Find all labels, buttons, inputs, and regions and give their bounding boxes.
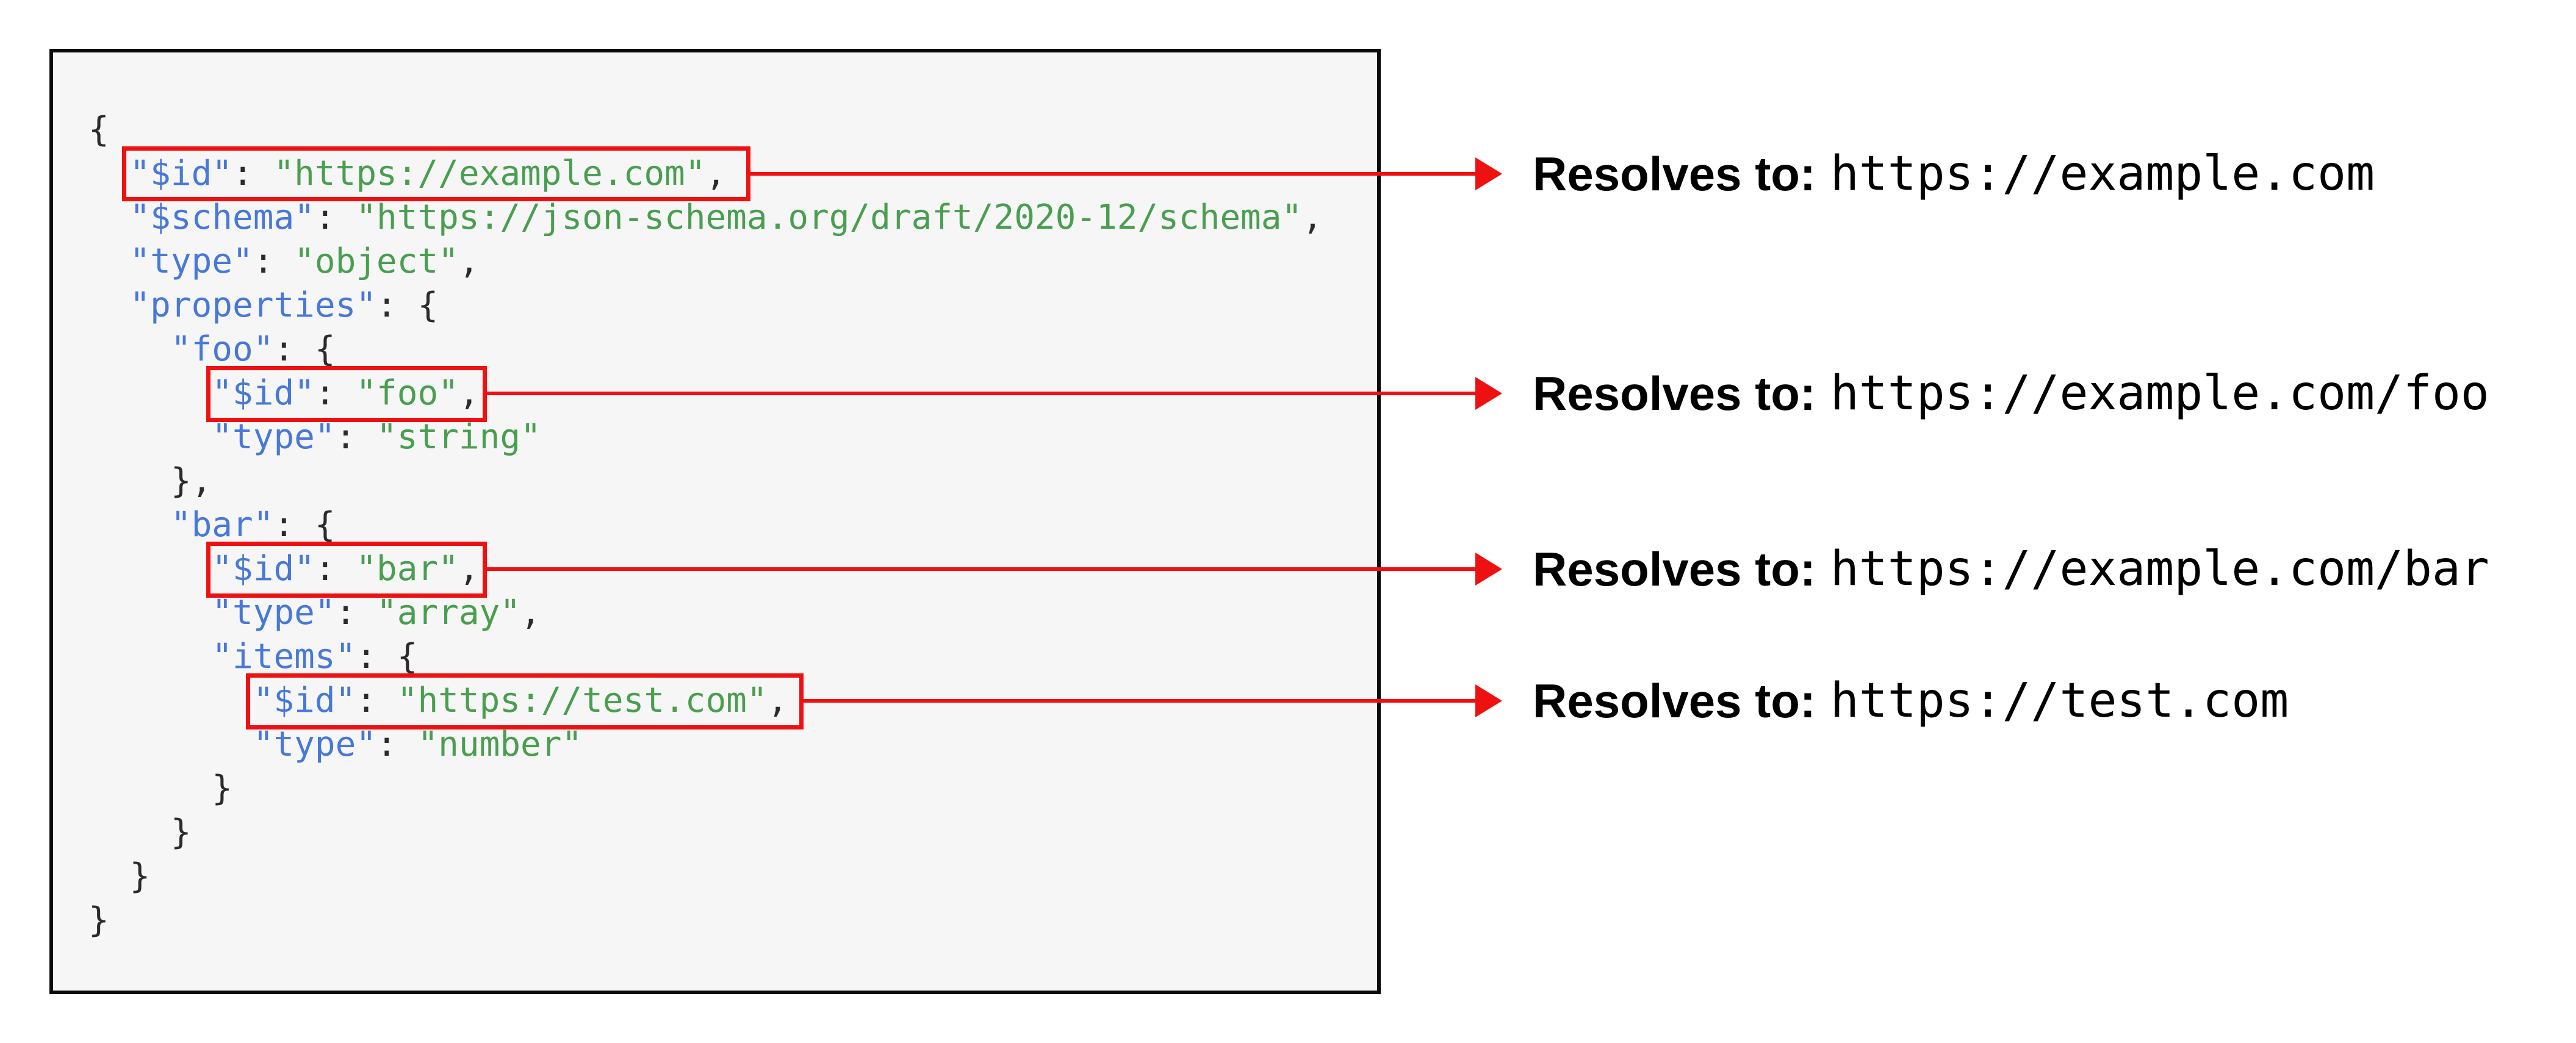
highlight-box-root-id <box>122 146 750 201</box>
code-token: } <box>170 812 192 852</box>
json-schema-code-block: { "$id": "https://example.com", "$schema… <box>49 49 1381 994</box>
code-token: , <box>705 154 727 193</box>
code-token: "array" <box>376 593 521 633</box>
arrow-head-icon <box>1475 684 1502 717</box>
code-line: } <box>88 811 1323 855</box>
code-line: { <box>88 108 1323 152</box>
code-line: "type": "number" <box>88 723 1323 767</box>
code-token: "$id" <box>212 549 315 589</box>
arrow-head-icon <box>1475 377 1502 410</box>
code-line: } <box>88 898 1323 942</box>
code-token: : <box>314 549 356 589</box>
code-line: "properties": { <box>88 284 1323 328</box>
code-line: "$id": "https://test.com", <box>88 679 1323 723</box>
code-token: , <box>1302 198 1323 237</box>
code-line: "foo": { <box>88 328 1323 371</box>
code-token: { <box>88 110 109 149</box>
code-line: "bar": { <box>88 503 1323 547</box>
arrow-line-test <box>804 699 1477 703</box>
code-token: } <box>212 769 233 808</box>
code-token: "type" <box>253 725 377 764</box>
code-line: } <box>88 855 1323 898</box>
annotation-value: https://example.com/foo <box>1830 366 2489 421</box>
code-line: "$id": "foo", <box>88 371 1323 415</box>
code-token: "bar" <box>356 549 459 589</box>
code-token: "foo" <box>170 329 274 369</box>
code-token: }, <box>170 461 212 501</box>
code-token: : { <box>273 329 336 369</box>
code-token: "https://test.com" <box>397 681 768 720</box>
code-token: "string" <box>376 417 541 457</box>
code-token: "$id" <box>129 154 233 193</box>
code-content: { "$id": "https://example.com", "$schema… <box>88 108 1323 942</box>
arrow-line-bar <box>487 567 1477 571</box>
code-token: , <box>458 242 480 281</box>
code-token: , <box>767 681 788 720</box>
arrow-head-icon <box>1475 553 1502 586</box>
annotation-row: Resolves to: https://example.com/foo <box>1533 363 2489 424</box>
code-token: "https://json-schema.org/draft/2020-12/s… <box>356 198 1303 237</box>
highlight-box-test-id <box>246 673 804 729</box>
code-token: : <box>253 242 295 281</box>
code-token: : { <box>356 637 418 676</box>
code-token: "bar" <box>170 505 274 545</box>
code-token: , <box>458 373 480 413</box>
code-token: "type" <box>129 242 253 281</box>
annotation-label: Resolves to: <box>1533 146 1816 201</box>
code-line: "items": { <box>88 635 1323 679</box>
code-token: "$schema" <box>129 198 315 237</box>
code-token: : <box>376 725 418 764</box>
code-token: : { <box>376 285 439 325</box>
code-line: }, <box>88 459 1323 503</box>
annotation-row: Resolves to: https://test.com <box>1533 670 2289 731</box>
code-token: "https://example.com" <box>273 154 706 193</box>
code-token: : { <box>273 505 336 545</box>
code-line: "type": "array", <box>88 591 1323 635</box>
code-token: "properties" <box>129 285 377 325</box>
code-token: "$id" <box>253 681 356 720</box>
code-line: "type": "object", <box>88 240 1323 284</box>
code-line: "$id": "bar", <box>88 547 1323 591</box>
annotation-label: Resolves to: <box>1533 673 1816 728</box>
annotation-label: Resolves to: <box>1533 542 1816 596</box>
code-token: : <box>232 154 274 193</box>
code-token: "foo" <box>356 373 459 413</box>
code-line: "type": "string" <box>88 415 1323 459</box>
code-token: } <box>88 900 109 940</box>
annotation-row: Resolves to: https://example.com <box>1533 143 2375 204</box>
code-token: "items" <box>212 637 356 676</box>
code-token: : <box>314 198 356 237</box>
arrow-line-root <box>750 172 1477 176</box>
code-token: , <box>520 593 541 633</box>
annotation-row: Resolves to: https://example.com/bar <box>1533 539 2489 600</box>
arrow-head-icon <box>1475 157 1502 190</box>
code-token: , <box>458 549 480 589</box>
code-token: "type" <box>212 593 336 633</box>
annotation-value: https://example.com/bar <box>1830 542 2489 597</box>
annotation-label: Resolves to: <box>1533 366 1816 420</box>
code-line: } <box>88 767 1323 811</box>
arrow-line-foo <box>487 392 1477 395</box>
code-token: "number" <box>417 725 583 764</box>
code-token: } <box>129 856 151 896</box>
code-token: "object" <box>294 242 459 281</box>
annotation-value: https://test.com <box>1830 673 2289 728</box>
code-token: "type" <box>212 417 336 457</box>
code-line: "$id": "https://example.com", <box>88 152 1323 196</box>
code-token: : <box>335 593 377 633</box>
code-token: "$id" <box>212 373 315 413</box>
highlight-box-bar-id <box>206 542 487 598</box>
highlight-box-foo-id <box>206 366 487 422</box>
code-token: : <box>356 681 397 720</box>
code-token: : <box>335 417 377 457</box>
code-line: "$schema": "https://json-schema.org/draf… <box>88 196 1323 240</box>
code-token: : <box>314 373 356 413</box>
annotation-value: https://example.com <box>1830 146 2375 201</box>
